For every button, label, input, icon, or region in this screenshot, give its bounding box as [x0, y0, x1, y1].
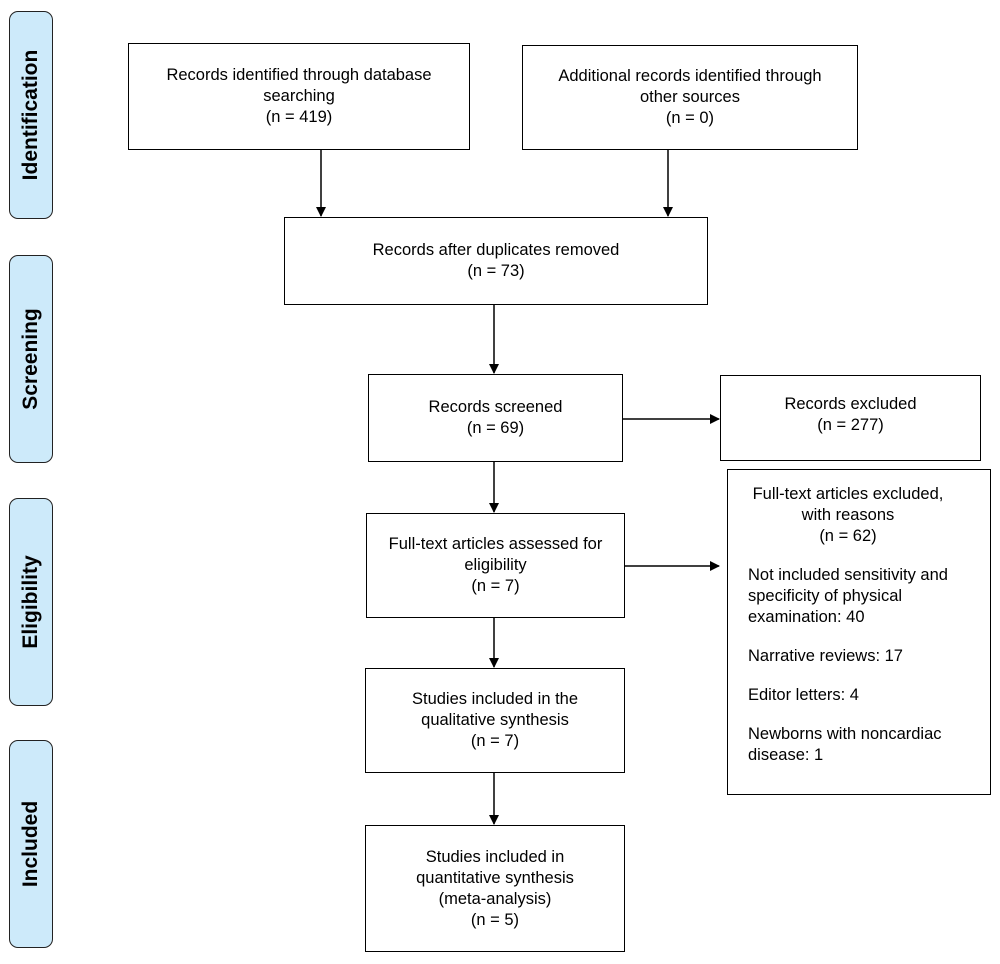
box-after-duplicates: Records after duplicates removed (n = 73… — [284, 217, 708, 305]
reason4-line2: disease: 1 — [748, 746, 824, 764]
phase-included: Included — [9, 740, 53, 948]
fulltext-assessed-line2: eligibility — [464, 556, 527, 574]
database-line1: Records identified through database — [166, 66, 432, 84]
exclusion-reason-narrative: Narrative reviews: 17 — [748, 646, 948, 667]
reason1-line2: specificity of physical — [748, 587, 903, 605]
fulltext-excluded-count: (n = 62) — [819, 527, 877, 545]
exclusion-reason-editor-letters: Editor letters: 4 — [748, 685, 948, 706]
excluded-count: (n = 277) — [817, 416, 884, 434]
qualitative-count: (n = 7) — [470, 732, 520, 750]
quantitative-line1: Studies included in — [425, 847, 565, 866]
after-duplicates-count: (n = 73) — [467, 262, 525, 280]
fulltext-excluded-header: Full-text articles excluded, with reason… — [748, 484, 948, 547]
other-sources-count: (n = 0) — [665, 109, 715, 127]
reason1-line1: Not included sensitivity and — [748, 566, 948, 584]
qualitative-line2: qualitative synthesis — [421, 711, 569, 729]
excluded-line1: Records excluded — [784, 395, 917, 413]
reason3: Editor letters: 4 — [748, 686, 859, 704]
box-database-records: Records identified through database sear… — [128, 43, 470, 150]
quantitative-line2: quantitative synthesis — [416, 868, 574, 887]
quantitative-count: (n = 5) — [470, 910, 520, 929]
after-duplicates-line1: Records after duplicates removed — [372, 241, 620, 259]
fulltext-assessed-line1: Full-text articles assessed for — [388, 535, 603, 553]
screened-count: (n = 69) — [466, 419, 525, 437]
fulltext-assessed-count: (n = 7) — [471, 577, 520, 595]
reason1-line3: examination: 40 — [748, 608, 865, 626]
reason4-line1: Newborns with noncardiac — [748, 725, 942, 743]
box-qualitative-synthesis: Studies included in the qualitative synt… — [365, 668, 625, 773]
box-records-screened: Records screened (n = 69) — [368, 374, 623, 462]
phase-screening: Screening — [9, 255, 53, 463]
box-fulltext-assessed: Full-text articles assessed for eligibil… — [366, 513, 625, 618]
database-count: (n = 419) — [265, 108, 333, 126]
qualitative-line1: Studies included in the — [411, 690, 579, 708]
quantitative-line3: (meta-analysis) — [438, 889, 552, 908]
box-other-sources: Additional records identified through ot… — [522, 45, 858, 150]
box-fulltext-excluded: Full-text articles excluded, with reason… — [727, 469, 991, 795]
other-sources-line1: Additional records identified through — [558, 67, 822, 85]
screened-line1: Records screened — [428, 398, 563, 416]
box-quantitative-synthesis: Studies included in quantitative synthes… — [365, 825, 625, 952]
exclusion-reason-newborns: Newborns with noncardiac disease: 1 — [748, 724, 948, 766]
reason2: Narrative reviews: 17 — [748, 647, 903, 665]
fulltext-excluded-line2: with reasons — [801, 506, 895, 524]
phase-eligibility: Eligibility — [9, 498, 53, 706]
database-line2: searching — [263, 87, 335, 105]
box-records-excluded: Records excluded (n = 277) — [720, 375, 981, 461]
exclusion-reason-sensitivity: Not included sensitivity and specificity… — [748, 565, 948, 628]
phase-identification: Identification — [9, 11, 53, 219]
other-sources-line2: other sources — [640, 88, 740, 106]
fulltext-excluded-line1: Full-text articles excluded, — [752, 485, 944, 503]
